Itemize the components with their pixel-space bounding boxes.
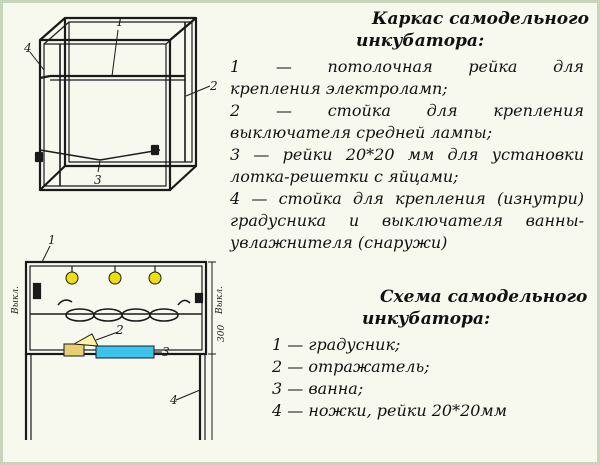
frame-description: 1 — потолочная рейка для крепления элект… bbox=[230, 56, 584, 254]
callout-1-top: 1 bbox=[116, 15, 124, 29]
callout-2-bottom: 2 bbox=[115, 323, 124, 337]
switch-label-left: Выкл. bbox=[11, 286, 21, 315]
lamp-2 bbox=[108, 271, 122, 285]
callout-4-bottom: 4 bbox=[169, 393, 178, 407]
callout-2-top: 2 bbox=[209, 79, 218, 93]
water-bath bbox=[95, 345, 155, 359]
frame-item-1-line2: крепления электроламп; bbox=[230, 79, 448, 98]
frame-item-4-line2: градусника и выключателя ванны- bbox=[230, 211, 584, 230]
scheme-item-3: 3 — ванна; bbox=[272, 379, 364, 398]
scheme-item-4: 4 — ножки, рейки 20*20мм bbox=[272, 401, 507, 420]
thermometer-block bbox=[63, 343, 85, 357]
switch-label-right: Выкл. bbox=[215, 286, 225, 315]
frame-title-line2: инкубатора: bbox=[356, 31, 485, 51]
tray-rail-right bbox=[99, 149, 161, 161]
tray-rail-left bbox=[39, 149, 101, 161]
lamp-3 bbox=[148, 271, 162, 285]
lamp-1 bbox=[65, 271, 79, 285]
callout-4-top: 4 bbox=[23, 41, 32, 55]
frame-item-1-line1: 1 — потолочная рейка для bbox=[230, 57, 584, 76]
callout-3-top: 3 bbox=[94, 173, 102, 187]
frame-item-2-line2: выключателя средней лампы; bbox=[230, 123, 493, 142]
frame-item-3-line2: лотка-решетки с яйцами; bbox=[230, 167, 459, 186]
frame-title-line1: Каркас самодельного bbox=[372, 9, 589, 29]
frame-item-3-line1: 3 — рейки 20*20 мм для установки bbox=[230, 145, 584, 164]
scheme-title-line1: Схема самодельного bbox=[380, 287, 588, 307]
callout-1-bottom: 1 bbox=[48, 233, 56, 247]
dimension-label: 300 bbox=[217, 325, 227, 342]
frame-item-4-line3: увлажнителя (снаружи) bbox=[230, 233, 448, 252]
reflector-shape bbox=[72, 333, 99, 347]
callout-3-bottom: 3 bbox=[162, 345, 170, 359]
scheme-legend: 1 — градусник; 2 — отражатель; 3 — ванна… bbox=[272, 334, 572, 422]
scheme-title-line2: инкубатора: bbox=[362, 309, 491, 329]
scheme-item-1: 1 — градусник; bbox=[272, 335, 401, 354]
frame-item-2-line1: 2 — стойка для крепления bbox=[230, 101, 584, 120]
frame-item-4-line1: 4 — стойка для крепления (изнутри) bbox=[230, 189, 584, 208]
scheme-item-2: 2 — отражатель; bbox=[272, 357, 430, 376]
lamps bbox=[65, 271, 162, 285]
